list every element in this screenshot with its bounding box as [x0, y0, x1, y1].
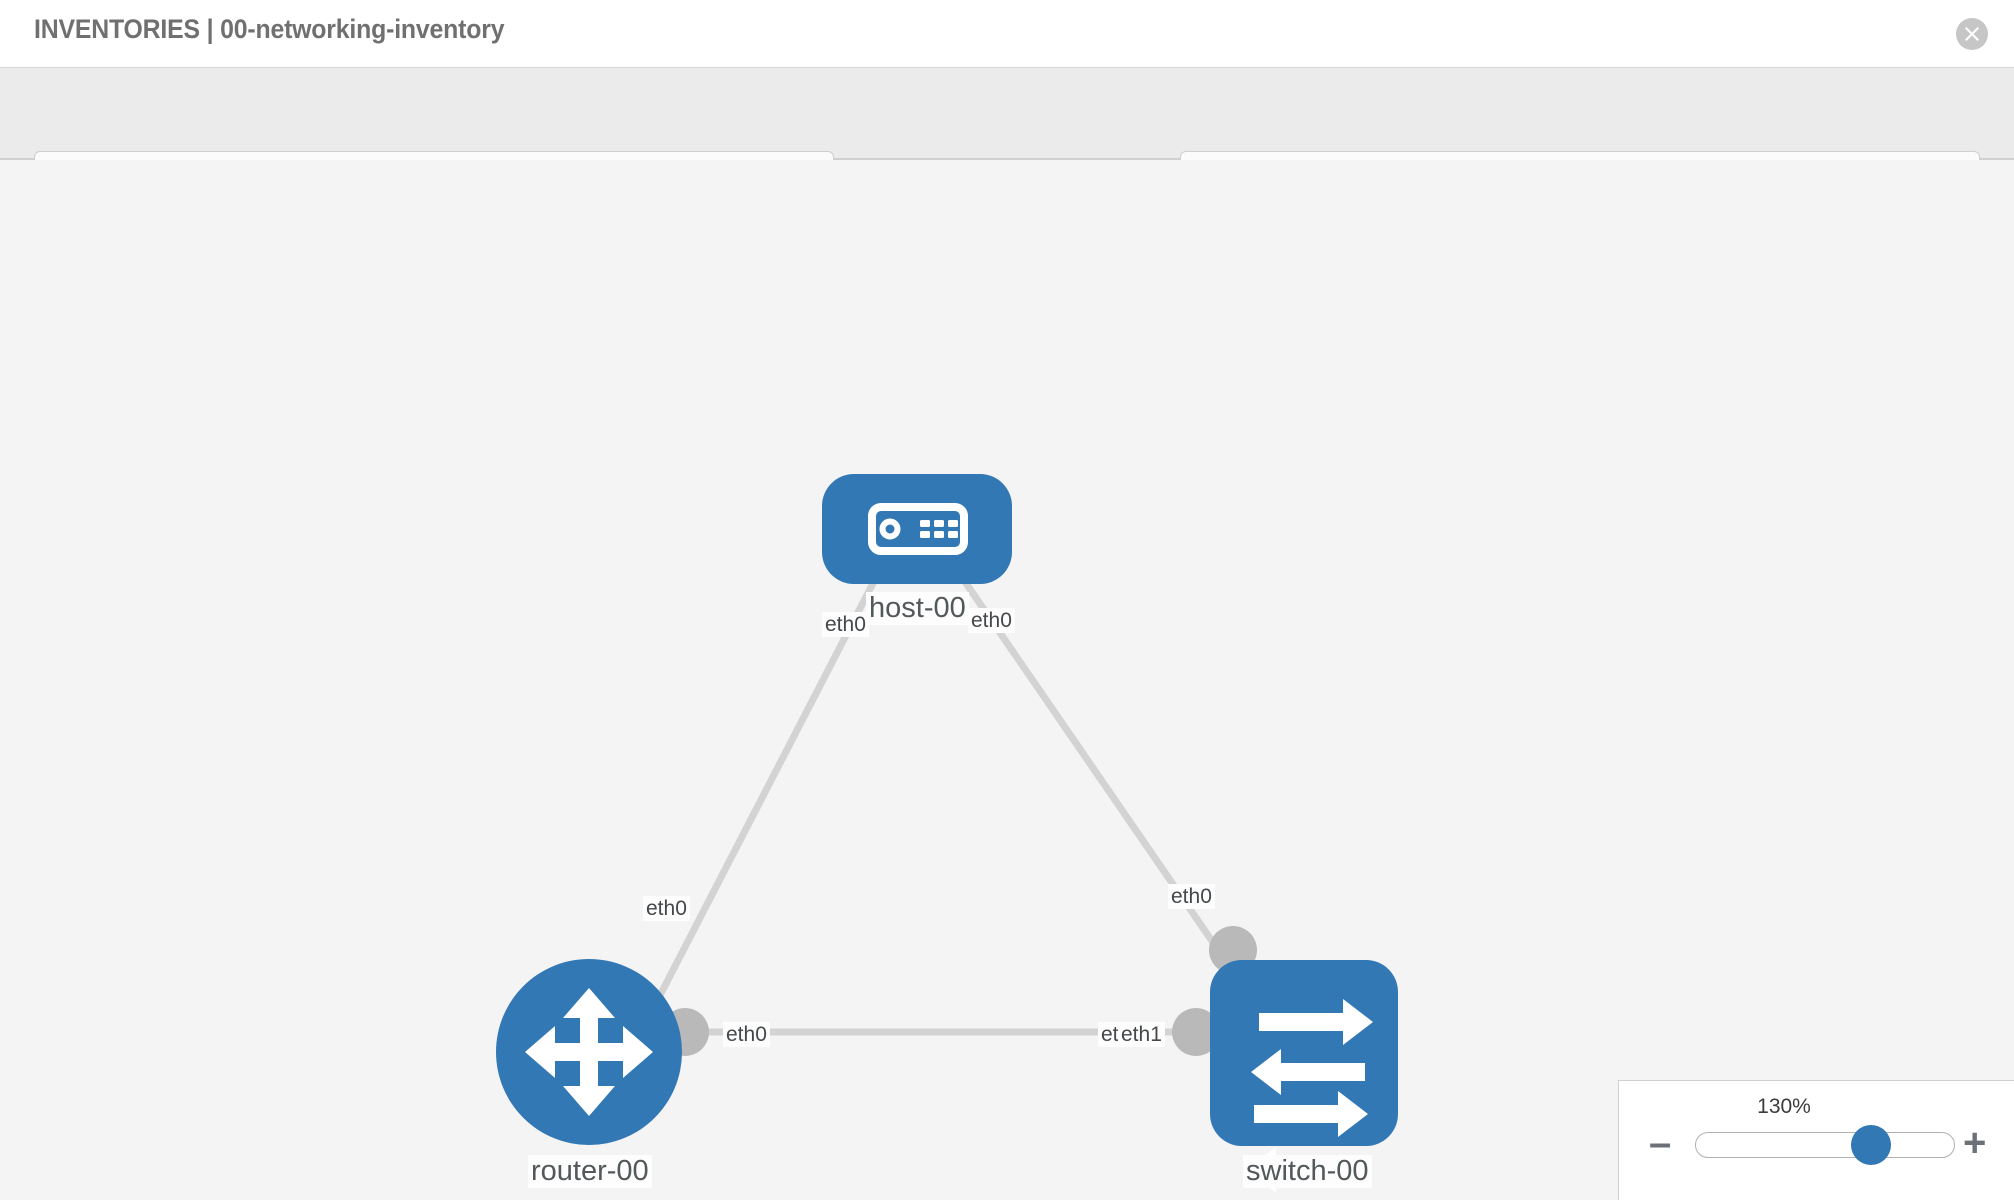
interface-label: eth0: [822, 612, 869, 637]
interface-label: eth0: [968, 608, 1015, 633]
node-router-00[interactable]: [496, 959, 682, 1145]
interface-label: eth0: [723, 1022, 770, 1047]
node-label-router-00: router-00: [528, 1155, 652, 1188]
interface-label: eth1: [1118, 1022, 1165, 1047]
page-title: INVENTORIES | 00-networking-inventory: [34, 14, 505, 44]
page-header: INVENTORIES | 00-networking-inventory: [0, 0, 2014, 68]
node-label-host-00: host-00: [866, 592, 969, 625]
node-label-switch-00: switch-00: [1243, 1155, 1372, 1188]
zoom-percent-label: 130%: [1757, 1095, 1811, 1118]
topology-graph: [496, 474, 1398, 1193]
close-icon[interactable]: [1956, 18, 1988, 50]
zoom-in-button[interactable]: +: [1963, 1121, 1987, 1165]
zoom-slider-track[interactable]: [1695, 1132, 1955, 1158]
topology-canvas[interactable]: eth0 eth0 eth0 eth0 eth0 eth0 eth1 host-…: [0, 160, 2014, 1200]
interface-label: eth0: [643, 896, 690, 921]
zoom-slider-thumb[interactable]: [1851, 1125, 1891, 1165]
zoom-control: 130% – +: [1618, 1080, 2014, 1200]
zoom-out-button[interactable]: –: [1649, 1121, 1672, 1165]
connector-switch00-left: [1172, 1008, 1220, 1056]
toolbar: ACTIONS SEARCH: [0, 68, 2014, 207]
topology-edges: [651, 558, 1230, 1036]
node-host-00[interactable]: [822, 474, 1012, 584]
interface-label: eth0: [1168, 884, 1215, 909]
